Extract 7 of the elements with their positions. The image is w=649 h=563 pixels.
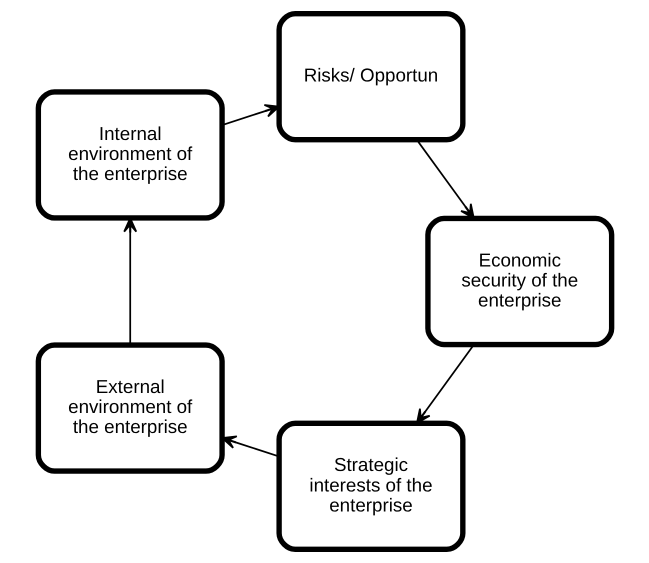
node-box: Risks/ Opportun (276, 10, 466, 142)
node-box: Economic security of the enterprise (424, 216, 614, 348)
arrow (416, 344, 474, 424)
node-box: Internal environment of the enterprise (35, 89, 224, 221)
arrow (222, 104, 280, 126)
node-box: External environment of the enterprise (35, 342, 224, 474)
node-box: Strategic interests of the enterprise (276, 420, 466, 552)
